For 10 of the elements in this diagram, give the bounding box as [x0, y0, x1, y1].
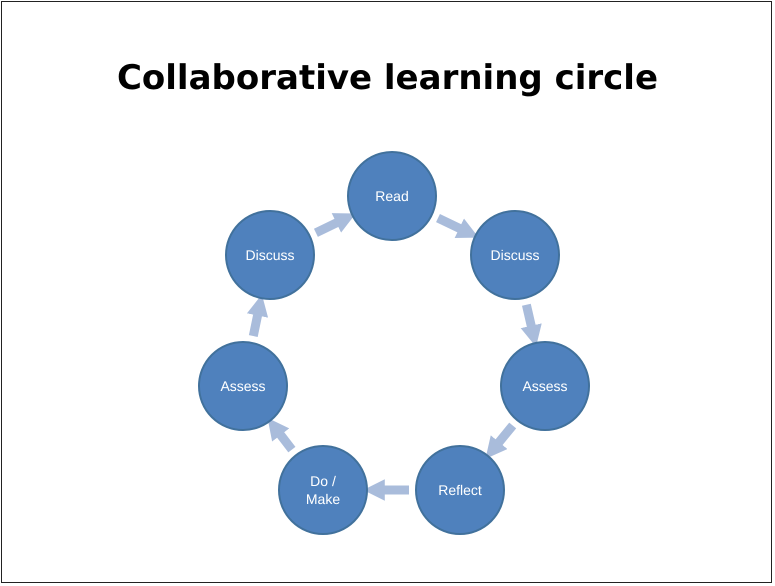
arrow — [268, 418, 296, 452]
step-label: Assess — [521, 376, 569, 396]
arrow — [485, 422, 516, 459]
step-label: Discuss — [244, 246, 296, 264]
step-label: Do / Make — [304, 472, 342, 508]
step-label: Reflect — [437, 480, 483, 500]
step-label: Discuss — [489, 246, 540, 264]
step-label: Assess — [219, 376, 267, 396]
step-label: Read — [374, 186, 410, 206]
title: Collaborative learning circle — [116, 58, 660, 98]
